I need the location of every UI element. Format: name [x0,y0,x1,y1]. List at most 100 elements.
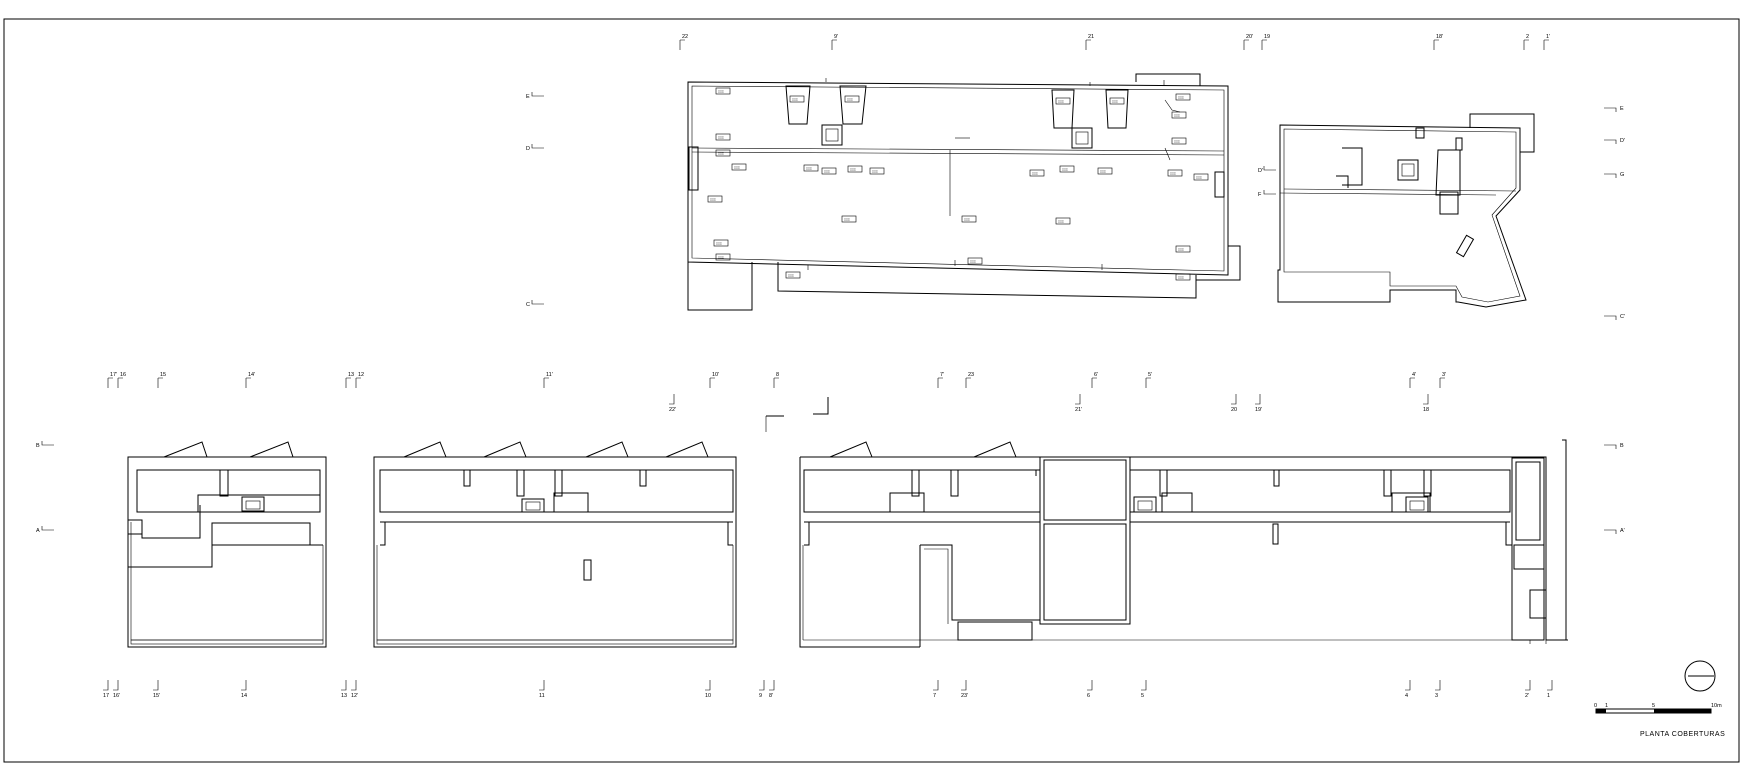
lower-axis-left-0: B [36,441,54,449]
roof-label-text: ΞΞΞ [718,256,724,260]
roof-label-text: ΞΞΞ [1058,220,1064,224]
roof-label-tag: ΞΞΞ [715,253,731,261]
lower-axis-sub-1-label: 21' [1075,407,1082,413]
roof-label-text: ΞΞΞ [1178,96,1184,100]
roof-label-text: ΞΞΞ [1112,100,1118,104]
roof-label-tag: ΞΞΞ [844,95,860,103]
roof-label-tag: ΞΞΞ [961,215,977,223]
lower-axis-bottom-15: 3 [1435,680,1441,699]
lower-axis-sub-2-label: 20 [1231,407,1237,413]
lower-axis-bottom-1: 16' [113,680,120,699]
upper-axis-left-1-label: D [526,146,530,152]
upper-axis-right-1-label: D' [1620,138,1625,144]
lower-block-1 [127,441,327,648]
lower-axis-top-7: 10' [709,372,719,388]
roof-label-tag: ΞΞΞ [869,167,885,175]
upper-right-block-axis-0: D' [1258,166,1276,174]
lower-axis-bottom-14-label: 4 [1405,693,1408,699]
scale-tick-5: 5 [1652,703,1655,709]
sheet-frame [3,18,1740,763]
lower-axis-top-9-label: 7' [940,372,944,378]
upper-right-block-axis-1-label: F [1258,192,1262,198]
lower-axis-bottom-3: 14 [241,680,247,699]
lower-axis-bottom-17: 1 [1547,680,1553,699]
roof-label-text: ΞΞΞ [806,167,812,171]
roof-label-tag: ΞΞΞ [715,133,731,141]
upper-axis-top-4-label: 19 [1264,34,1270,40]
upper-axis-right-2: G [1604,172,1624,178]
roof-label-tag: ΞΞΞ [1193,173,1209,181]
lower-axis-top-2: 15 [157,372,166,388]
roof-label-tag: ΞΞΞ [731,163,747,171]
lower-axis-top-1-label: 16 [120,372,126,378]
roof-label-tag: ΞΞΞ [1175,273,1191,281]
lower-axis-right-0-label: B [1620,443,1624,449]
roof-label-text: ΞΞΞ [1174,114,1180,118]
roof-label-text: ΞΞΞ [1032,172,1038,176]
lower-axis-top-4: 13 [345,372,354,388]
upper-axis-top-6: 2 [1523,34,1529,50]
upper-axis-right-3: C' [1604,314,1625,320]
roof-label-text: ΞΞΞ [718,136,724,140]
scale-tick-1: 1 [1605,703,1608,709]
roof-label-tag: ΞΞΞ [789,95,805,103]
lower-axis-sub-3: 19' [1255,394,1262,413]
roof-label-tag: ΞΞΞ [1029,169,1045,177]
lower-axis-bottom-13: 5 [1141,680,1147,699]
roof-label-tag: ΞΞΞ [707,195,723,203]
lower-axis-bottom-2: 15' [153,680,160,699]
lower-axis-left-1: A [36,526,54,534]
upper-right-block [1277,113,1535,308]
roof-label-text: ΞΞΞ [970,260,976,264]
upper-axis-top-0: 22 [679,34,688,50]
lower-axis-bottom-5-label: 12' [351,693,358,699]
lower-axis-top-2-label: 15 [160,372,166,378]
upper-axis-left-0: E [526,92,544,100]
lower-axis-bottom-11-label: 23' [961,693,968,699]
lower-axis-bottom-16: 2' [1525,680,1531,699]
lower-axis-left-0-label: B [36,443,40,449]
roof-label-tag: ΞΞΞ [715,149,731,157]
lower-axis-right-1: A' [1604,528,1625,534]
roof-label-tag: ΞΞΞ [1097,167,1113,175]
lower-axis-top-5-label: 12 [358,372,364,378]
lower-axis-left-1-label: A [36,528,40,534]
lower-axis-bottom-3-label: 14 [241,693,247,699]
scale-tick-10m: 10m [1711,703,1722,709]
scale-tick-0: 0 [1594,703,1597,709]
roof-label-text: ΞΞΞ [788,274,794,278]
roof-label-tag: ΞΞΞ [715,87,731,95]
roof-label-tag: ΞΞΞ [1175,93,1191,101]
upper-axis-left-1: D [526,144,544,152]
lower-axis-bottom-11: 23' [961,680,968,699]
lower-axis-sub-0: 22' [669,394,676,413]
roof-label-tag: ΞΞΞ [785,271,801,279]
roof-label-tag: ΞΞΞ [1171,137,1187,145]
lower-axis-bottom-7: 10 [705,680,711,699]
lower-axis-bottom-7-label: 10 [705,693,711,699]
lower-axis-top-3-label: 14' [248,372,255,378]
roof-label-text: ΞΞΞ [850,168,856,172]
lower-block-3 [766,397,1568,648]
upper-axis-top-1-label: 9' [834,34,838,40]
upper-right-block-axis-1: F [1258,190,1276,198]
roof-label-tag: ΞΞΞ [1167,169,1183,177]
upper-axis-top-6-label: 2 [1526,34,1529,40]
lower-axis-top-9: 7' [937,372,944,388]
lower-axis-top-13: 4' [1409,372,1416,388]
lower-axis-top-14-label: 3' [1442,372,1446,378]
roof-label-text: ΞΞΞ [1174,140,1180,144]
lower-axis-bottom-9: 8' [769,680,775,699]
lower-axis-top-1: 16 [117,372,126,388]
roof-label-text: ΞΞΞ [1062,168,1068,172]
roof-label-text: ΞΞΞ [1100,170,1106,174]
upper-axis-top-7-label: 1' [1546,34,1550,40]
roof-label-tag: ΞΞΞ [1109,97,1125,105]
drawing-title: PLANTA COBERTURAS [1640,731,1725,738]
lower-axis-right-1-label: A' [1620,528,1625,534]
lower-block-2 [373,441,737,648]
lower-axis-top-12-label: 5' [1148,372,1152,378]
lower-axis-top-0-label: 17' [110,372,117,378]
